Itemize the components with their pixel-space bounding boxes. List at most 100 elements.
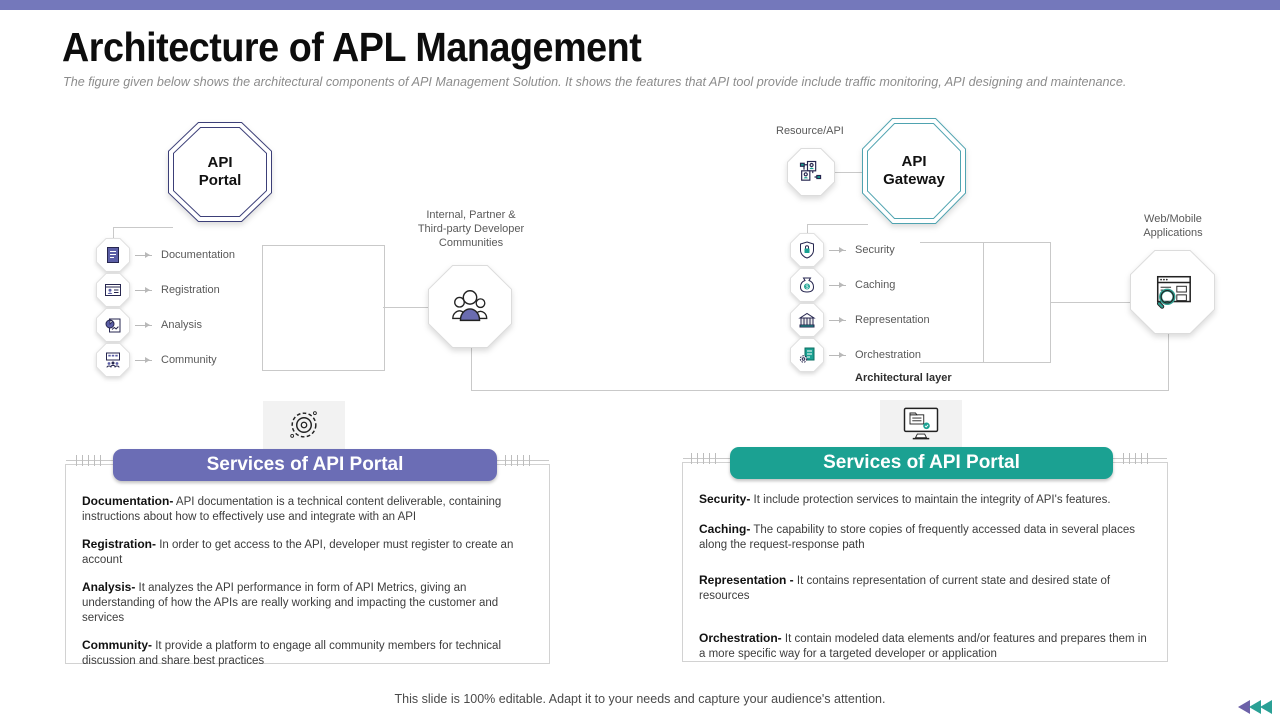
service-term: Analysis- (82, 580, 136, 594)
arrow-icon (135, 356, 152, 363)
document-icon (96, 238, 130, 272)
service-desc: It include protection services to mainta… (750, 494, 1111, 506)
service-term: Orchestration- (699, 631, 782, 645)
portal-item-label: Registration (161, 284, 220, 296)
service-paragraph: Documentation- API documentation is a te… (82, 494, 533, 525)
connector-line (983, 242, 984, 362)
money-bag-icon: $ (790, 268, 824, 302)
connector-line (113, 227, 114, 239)
gateway-item-label: Caching (855, 279, 896, 291)
gateway-item-orchestration: Orchestration (790, 338, 921, 372)
nav-arrow-icon[interactable] (1238, 700, 1250, 714)
service-paragraph: Community- It provide a platform to enga… (82, 638, 533, 669)
service-term: Registration- (82, 537, 157, 551)
service-term: Documentation- (82, 494, 174, 508)
shield-lock-icon (790, 233, 824, 267)
api-portal-octagon: API Portal (168, 122, 272, 222)
arrow-icon (829, 246, 846, 253)
arrow-icon (135, 251, 152, 258)
api-portal-label-line2: Portal (198, 172, 242, 189)
service-desc: It contains representation of current st… (699, 575, 1111, 602)
page-title: Architecture of APL Management (62, 24, 642, 70)
people-board-icon (96, 343, 130, 377)
gateway-item-label: Representation (855, 314, 930, 326)
service-desc: API documentation is a technical content… (82, 496, 502, 523)
hash-marks (1123, 453, 1153, 464)
bank-icon (790, 303, 824, 337)
webmobile-octagon (1130, 250, 1215, 334)
gateway-item-label: Security (855, 244, 895, 256)
hash-marks (76, 455, 106, 466)
gateway-item-label: Orchestration (855, 349, 922, 361)
architectural-layer-label: Architectural layer (855, 372, 952, 384)
arrow-icon (135, 286, 152, 293)
gateway-item-caching: $ Caching (790, 268, 895, 302)
service-term: Caching- (699, 522, 751, 536)
portal-item-registration: Registration (96, 273, 220, 307)
service-desc: It provide a platform to engage all comm… (82, 640, 501, 667)
service-paragraph: Security- It include protection services… (699, 492, 1151, 508)
pie-chart-icon (96, 308, 130, 342)
service-term: Security- (699, 492, 751, 506)
connector-line (471, 348, 472, 390)
portal-item-label: Documentation (161, 249, 235, 261)
service-desc: It analyzes the API performance in form … (82, 582, 499, 624)
connector-line (471, 390, 1169, 391)
arrow-icon (135, 321, 152, 328)
connector-line (807, 224, 808, 234)
people-group-icon (447, 286, 493, 328)
connector-line (1168, 334, 1169, 390)
gear-document-icon (790, 338, 824, 372)
nav-arrow-icon[interactable] (1260, 700, 1272, 714)
communities-label: Internal, Partner & Third-party Develope… (417, 209, 525, 249)
arrow-icon (829, 351, 846, 358)
gear-icon (263, 401, 345, 449)
service-desc: The capability to store copies of freque… (699, 524, 1135, 551)
arrow-icon (829, 316, 846, 323)
portal-item-documentation: Documentation (96, 238, 235, 272)
id-card-icon (96, 273, 130, 307)
top-accent-bar (0, 0, 1280, 10)
page-subtitle: The figure given below shows the archite… (63, 74, 1127, 89)
resource-api-icon (797, 158, 825, 186)
services-right-header: Services of API Portal (730, 447, 1113, 479)
communities-octagon (428, 265, 512, 348)
service-paragraph: Analysis- It analyzes the API performanc… (82, 580, 533, 626)
arrow-icon (829, 281, 846, 288)
service-paragraph: Registration- In order to get access to … (82, 537, 533, 568)
service-desc: It contain modeled data elements and/or … (699, 633, 1147, 660)
portal-item-community: Community (96, 343, 217, 377)
nav-arrow-icon[interactable] (1249, 700, 1261, 714)
portal-item-label: Analysis (161, 319, 202, 331)
connector-line (113, 227, 173, 228)
resource-api-label: Resource/API (776, 125, 844, 137)
api-portal-label-line1: API (207, 154, 233, 171)
service-term: Representation - (699, 573, 794, 587)
services-right-box: Security- It include protection services… (682, 462, 1168, 662)
service-paragraph: Caching- The capability to store copies … (699, 522, 1151, 553)
gateway-item-representation: Representation (790, 303, 930, 337)
connector-line (383, 307, 429, 308)
service-paragraph: Orchestration- It contain modeled data e… (699, 631, 1151, 662)
hash-marks (505, 455, 535, 466)
connector-line (1050, 302, 1132, 303)
webmobile-label: Web/Mobile Applications (1143, 213, 1203, 239)
hash-marks (691, 453, 721, 464)
service-term: Community- (82, 638, 152, 652)
monitor-icon (880, 400, 962, 448)
services-left-header: Services of API Portal (113, 449, 497, 481)
connector-line (835, 172, 863, 173)
svg-text:$: $ (805, 285, 808, 291)
gateway-item-security: Security (790, 233, 895, 267)
resource-api-octagon (787, 148, 835, 196)
portal-item-label: Community (161, 354, 217, 366)
footer-note: This slide is 100% editable. Adapt it to… (394, 692, 886, 706)
connector-bracket (262, 245, 385, 371)
service-desc: In order to get access to the API, devel… (82, 539, 514, 566)
connector-line (920, 242, 1050, 243)
api-gateway-label-line1: API (901, 153, 927, 170)
api-gateway-label-line2: Gateway (883, 171, 945, 188)
browser-search-icon (1150, 271, 1196, 313)
services-left-box: Documentation- API documentation is a te… (65, 464, 550, 667)
